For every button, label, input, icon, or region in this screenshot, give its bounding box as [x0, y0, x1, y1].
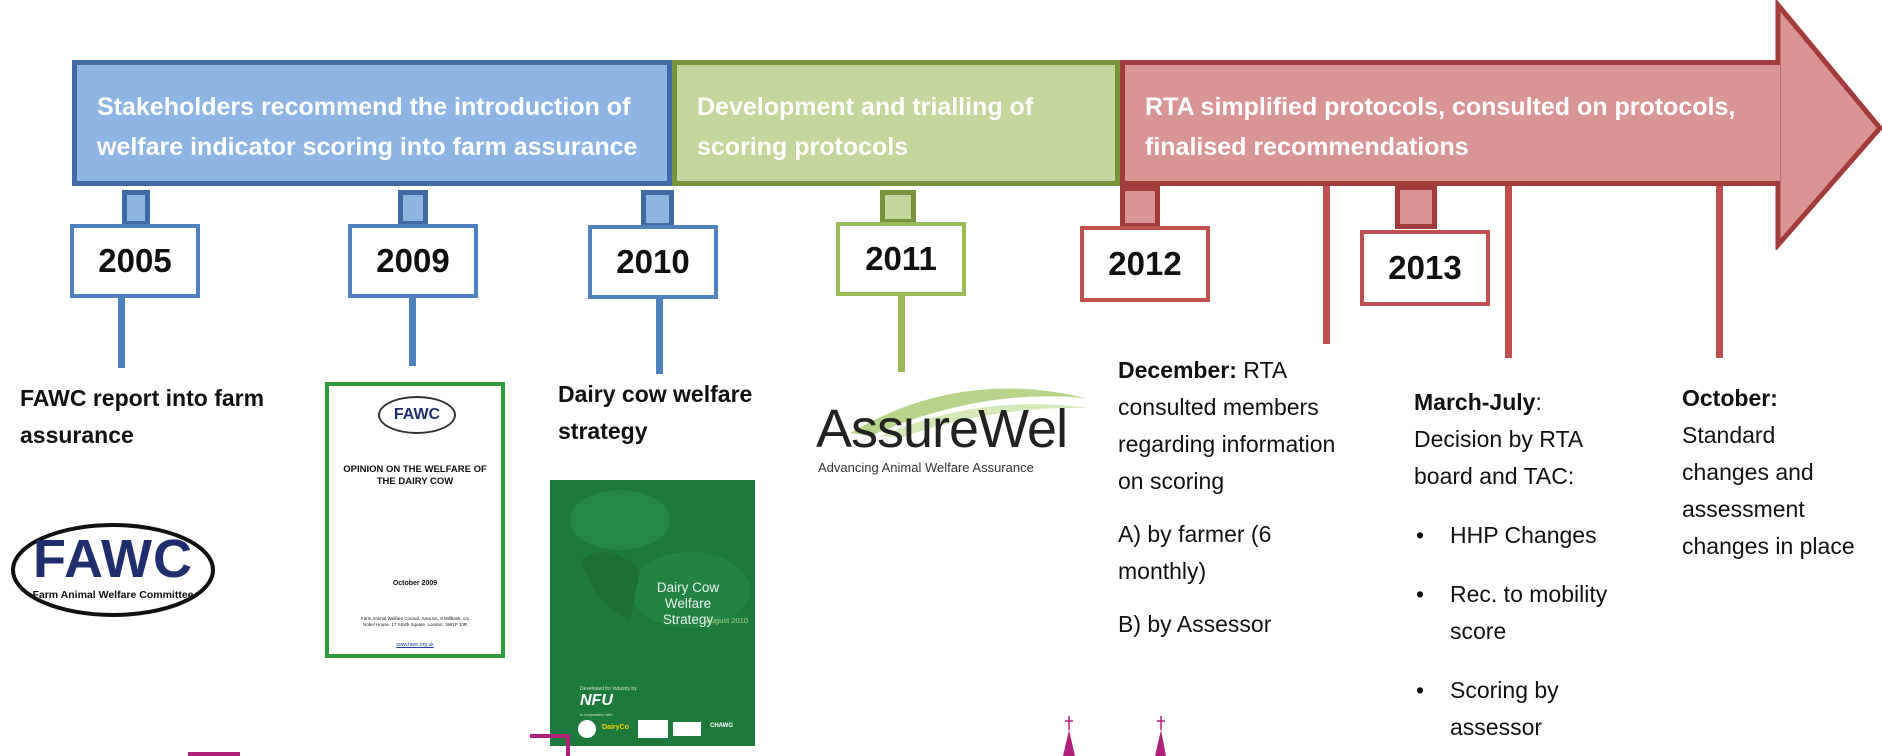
event-march-july-text: : Decision by RTA board and TAC: [1414, 389, 1582, 489]
phase-bar-rta: RTA simplified protocols, consulted on p… [1120, 60, 1780, 186]
spire-icon [1063, 716, 1166, 756]
phase-label: RTA simplified protocols, consulted on p… [1145, 93, 1736, 161]
year-line-2005 [118, 298, 125, 368]
event-2005-text: FAWC report into farm assurance [20, 385, 265, 448]
fawc-logo-subtitle: Farm Animal Welfare Committee [32, 589, 194, 601]
year-label: 2013 [1388, 249, 1462, 286]
event-december-text: RTA consulted members regarding informat… [1118, 357, 1336, 494]
event-december-option-a: A) by farmer (6 monthly) [1118, 521, 1272, 584]
connector-2009 [398, 190, 428, 226]
phase-bar-stakeholders: Stakeholders recommend the introduction … [72, 60, 672, 186]
tick-line [1323, 186, 1330, 344]
year-label: 2012 [1108, 245, 1182, 282]
decision-item: HHP Changes [1414, 517, 1634, 554]
year-label: 2009 [376, 242, 450, 279]
decision-item: Rec. to mobility score [1414, 576, 1634, 650]
phase-label: Stakeholders recommend the introduction … [97, 93, 638, 161]
fawc-logo-ellipse-icon [11, 523, 215, 617]
year-line-2011 [898, 296, 905, 372]
event-december-label: December: [1118, 357, 1237, 383]
year-line-2009 [409, 298, 416, 366]
tick-line [1505, 186, 1512, 358]
bottom-fragment [530, 734, 566, 738]
partner-logo-badge [578, 720, 596, 738]
partner-logo-dairyco: DairyCo [602, 724, 629, 731]
event-october-label: October: [1682, 385, 1778, 411]
event-october: October: Standard changes and assessment… [1682, 380, 1862, 565]
year-label: 2010 [616, 243, 690, 280]
dairy-strategy-partners: in conjunction with [580, 712, 613, 717]
dairy-strategy-date: August 2010 [705, 616, 748, 625]
connector-2011 [880, 190, 916, 224]
event-december-2012: December: RTA consulted members regardin… [1118, 352, 1348, 643]
assurewel-tagline: Advancing Animal Welfare Assurance [818, 460, 1034, 475]
bottom-fragment [566, 734, 570, 756]
partner-logo-strip: DairyCo CHAWG [578, 720, 748, 740]
tick-line [1716, 186, 1723, 358]
dairy-strategy-title: Dairy Cow Welfare Strategy [656, 580, 720, 627]
fawc-doc-url: www.fawc.org.uk [396, 642, 434, 648]
connector-2012 [1120, 186, 1160, 228]
phase-bar-development: Development and trialling of scoring pro… [672, 60, 1120, 186]
fawc-doc-badge: FAWC [378, 396, 456, 434]
connector-2013 [1395, 185, 1437, 229]
year-box-2012: 2012 [1080, 226, 1210, 302]
year-box-2005: 2005 [70, 224, 200, 298]
fawc-doc-title: OPINION ON THE WELFARE OF THE DAIRY COW [343, 464, 487, 487]
connector-2010 [641, 190, 674, 228]
fawc-doc-date: October 2009 [392, 580, 438, 587]
year-label: 2005 [98, 242, 172, 279]
fawc-doc-address: Farm Animal Welfare Council, Area 5A, 9 … [361, 616, 469, 627]
dairy-strategy-document: Dairy Cow Welfare Strategy August 2010 D… [550, 480, 755, 746]
year-box-2013: 2013 [1360, 230, 1490, 306]
decision-list: HHP Changes Rec. to mobility score Scori… [1414, 517, 1634, 746]
fawc-opinion-document: FAWC OPINION ON THE WELFARE OF THE DAIRY… [325, 382, 505, 658]
event-december-option-b: B) by Assessor [1118, 611, 1272, 637]
partner-logo-cawg: CHAWG [710, 723, 733, 729]
year-box-2010: 2010 [588, 225, 718, 299]
year-label: 2011 [865, 240, 937, 277]
decision-item: Scoring by assessor [1414, 672, 1634, 746]
bottom-fragment [188, 752, 240, 756]
phase-label: Development and trialling of scoring pro… [697, 93, 1034, 161]
assurewel-logo: AssureWel Advancing Animal Welfare Assur… [800, 378, 1090, 478]
nfu-logo: NFU [580, 692, 613, 709]
year-box-2009: 2009 [348, 224, 478, 298]
event-march-july-label: March-July [1414, 389, 1536, 415]
dairy-strategy-developed: Developed for industry by [580, 686, 637, 692]
partner-logo-box [638, 720, 668, 738]
year-box-2011: 2011 [836, 222, 966, 296]
event-october-text: Standard changes and assessment changes … [1682, 422, 1855, 559]
fawc-logo-word: FAWC [33, 529, 193, 589]
event-2010-text: Dairy cow welfare strategy [558, 381, 753, 444]
assurewel-word: AssureWel [816, 399, 1068, 459]
cow-silhouette-icon [570, 490, 750, 628]
connector-2005 [122, 190, 150, 226]
year-line-2010 [656, 299, 663, 374]
event-march-july-2013: March-July: Decision by RTA board and TA… [1414, 384, 1634, 746]
fawc-logo: FAWC Farm Animal Welfare Committee [10, 522, 216, 618]
timeline-arrowhead [1775, 0, 1882, 250]
assurewel-swoosh-icon [850, 388, 1088, 438]
fawc-doc-badge-text: FAWC [393, 406, 441, 423]
partner-logo-box [673, 722, 701, 736]
